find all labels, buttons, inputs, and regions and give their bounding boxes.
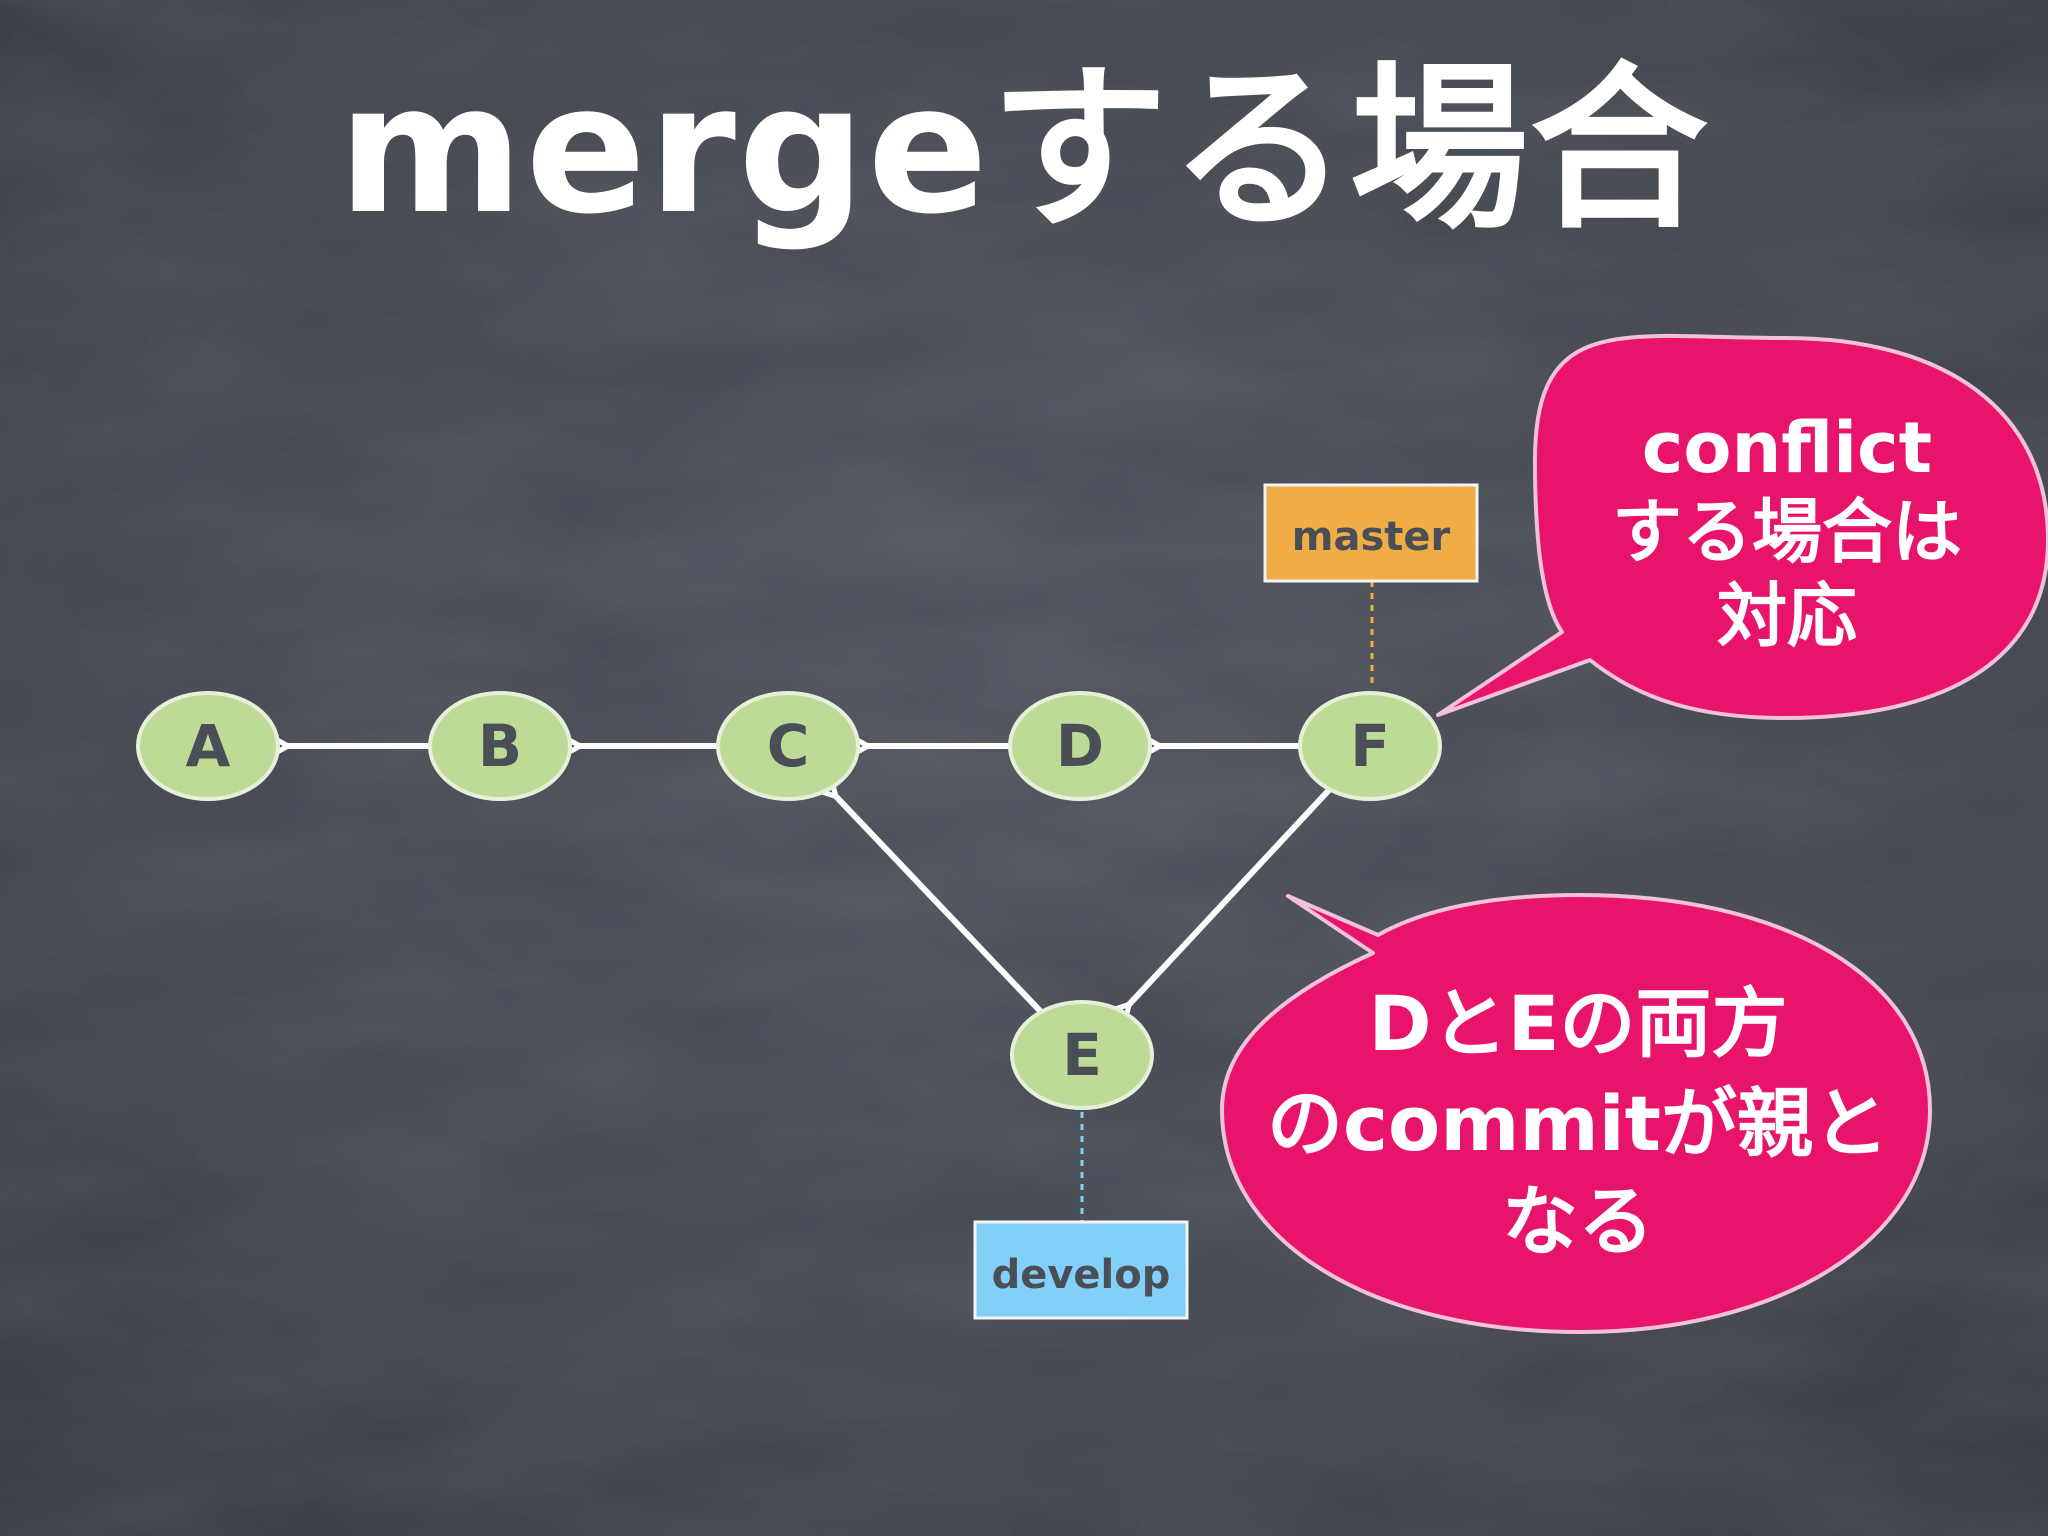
callout-text-line: DとEの両方: [1368, 979, 1787, 1068]
branch-labels: master develop: [973, 483, 1479, 1320]
commit-node-c: C: [716, 691, 860, 801]
commit-node-label: E: [1062, 1021, 1102, 1089]
callout-bubble-shape: [1436, 333, 2048, 720]
commit-node-shape: [1008, 691, 1152, 801]
commit-node-e: E: [1010, 1000, 1154, 1110]
branch-label-box: [973, 1220, 1189, 1320]
branch-label-text: develop: [992, 1252, 1171, 1298]
commit-node-f: F: [1298, 691, 1442, 801]
commit-node-shape: [428, 691, 572, 801]
commit-node-label: D: [1056, 712, 1104, 780]
branch-label-box: [1263, 483, 1479, 583]
callout-text-line: のcommitが親と: [1267, 1079, 1889, 1168]
commit-node-label: A: [186, 712, 231, 780]
commit-edges: [286, 746, 1332, 1015]
commit-node-shape: [1298, 691, 1442, 801]
commit-node-b: B: [428, 691, 572, 801]
branch-label-develop: develop: [973, 1220, 1189, 1320]
callout-text-line: 対応: [1717, 575, 1857, 657]
commit-node-shape: [136, 691, 280, 801]
commit-nodes: A B C D F E: [136, 691, 1442, 1110]
callout-bubble-shape: [1220, 893, 1932, 1334]
edge-E-to-C: [834, 795, 1044, 1015]
callout-text-line: conflict: [1642, 407, 1932, 489]
commit-node-a: A: [136, 691, 280, 801]
commit-node-shape: [1010, 1000, 1154, 1110]
commit-node-label: F: [1350, 712, 1390, 780]
slide-title: mergeする場合: [337, 46, 1711, 253]
callout-text-line: する場合は: [1612, 491, 1962, 573]
commit-node-d: D: [1008, 691, 1152, 801]
commit-node-label: B: [478, 712, 522, 780]
commit-node-shape: [716, 691, 860, 801]
callout-text-line: なる: [1502, 1177, 1654, 1266]
commit-node-label: C: [767, 712, 810, 780]
branch-label-text: master: [1292, 514, 1451, 560]
edge-F-to-E: [1128, 787, 1332, 1006]
branch-label-master: master: [1263, 483, 1479, 583]
branch-connectors: [1080, 581, 1374, 1222]
